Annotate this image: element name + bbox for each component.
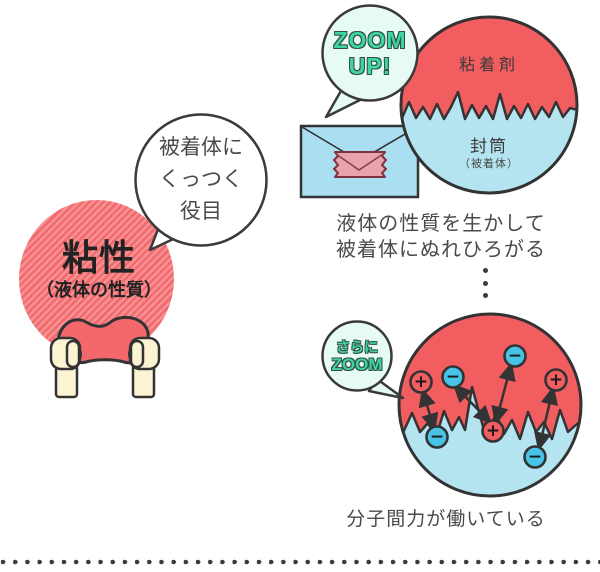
svg-text:−: − (508, 346, 522, 366)
svg-text:+: + (414, 372, 428, 392)
ellipsis-dots (483, 268, 489, 298)
further-zoom-bubble (321, 320, 405, 400)
viscosity-label-block: 粘性 （液体の性質） (19, 238, 179, 302)
attraction-arrow (491, 361, 516, 426)
speech-bubble-text: 被着体に くっつく 役目 (131, 132, 271, 228)
charge-positive: + (409, 370, 433, 394)
attraction-arrow (418, 387, 439, 433)
molecular-zoom-circle: + − − + − (397, 312, 583, 498)
charge-negative: − (425, 425, 449, 449)
bubble-line-3: 役目 (180, 200, 222, 223)
hands-holding-adhesive-illustration (49, 316, 161, 399)
speech-bubble-body (134, 113, 268, 247)
further-zoom-line-1: さらに (336, 339, 378, 355)
attraction-arrows (418, 361, 558, 452)
right-thumb (129, 339, 145, 369)
charge-positive: + (544, 368, 568, 392)
further-zoom-bubble-body (321, 320, 393, 392)
further-zoom-text: さらに ZOOM (312, 339, 402, 373)
ellipsis-dot (483, 280, 488, 286)
svg-text:+: + (486, 421, 500, 441)
zoom-up-bubble-body (321, 4, 419, 102)
bubble-line-1: 被着体に (159, 136, 243, 159)
envelope-label: 封筒 （被着体） (404, 137, 574, 171)
svg-text:+: + (549, 370, 563, 390)
charge-negative: − (523, 445, 547, 469)
dotted-divider (0, 558, 600, 566)
charge-positive: + (481, 419, 505, 443)
further-zoom-line-2: ZOOM (331, 355, 383, 374)
caption-wetting: 液体の性質を生かして 被着体にぬれひろがる (325, 211, 557, 263)
adhesive-zoom-circle-outline (399, 15, 579, 195)
svg-text:−: − (528, 447, 542, 467)
zoom-up-line-1: ZOOM (333, 27, 407, 53)
molecular-zoom-circle-outline (397, 312, 583, 498)
attraction-arrow (452, 383, 493, 425)
envelope-label-sub: （被着体） (459, 158, 519, 170)
ellipsis-dot (483, 293, 488, 298)
charge-negative: − (441, 365, 465, 389)
caption-molecular-force: 分子間力が働いている (346, 509, 546, 530)
caption-wetting-line-2: 被着体にぬれひろがる (336, 239, 546, 261)
envelope-label-main: 封筒 (470, 137, 508, 156)
envelope-illustration (299, 124, 420, 199)
adhesive-label: 粘着剤 (458, 57, 519, 74)
attraction-arrow (534, 385, 558, 452)
zoom-up-bubble (321, 4, 419, 119)
zoom-up-line-2: UP! (348, 53, 392, 79)
ellipsis-dot (483, 268, 488, 273)
charge-negative: − (503, 344, 527, 368)
svg-text:−: − (430, 427, 444, 447)
viscosity-subtitle: （液体の性質） (36, 280, 162, 300)
charges: + − − + − (409, 344, 568, 469)
svg-text:−: − (446, 367, 460, 387)
envelope-flap-tip (335, 153, 384, 171)
adhesive-zoom-circle (399, 15, 579, 195)
envelope-tape (333, 151, 387, 178)
caption-wetting-line-1: 液体の性質を生かして (336, 213, 546, 235)
bubble-line-2: くっつく (159, 168, 243, 191)
left-thumb (65, 339, 81, 369)
zoom-up-text: ZOOM UP! (316, 27, 424, 79)
viscosity-title: 粘性 (61, 237, 136, 278)
speech-bubble-role (134, 113, 268, 252)
